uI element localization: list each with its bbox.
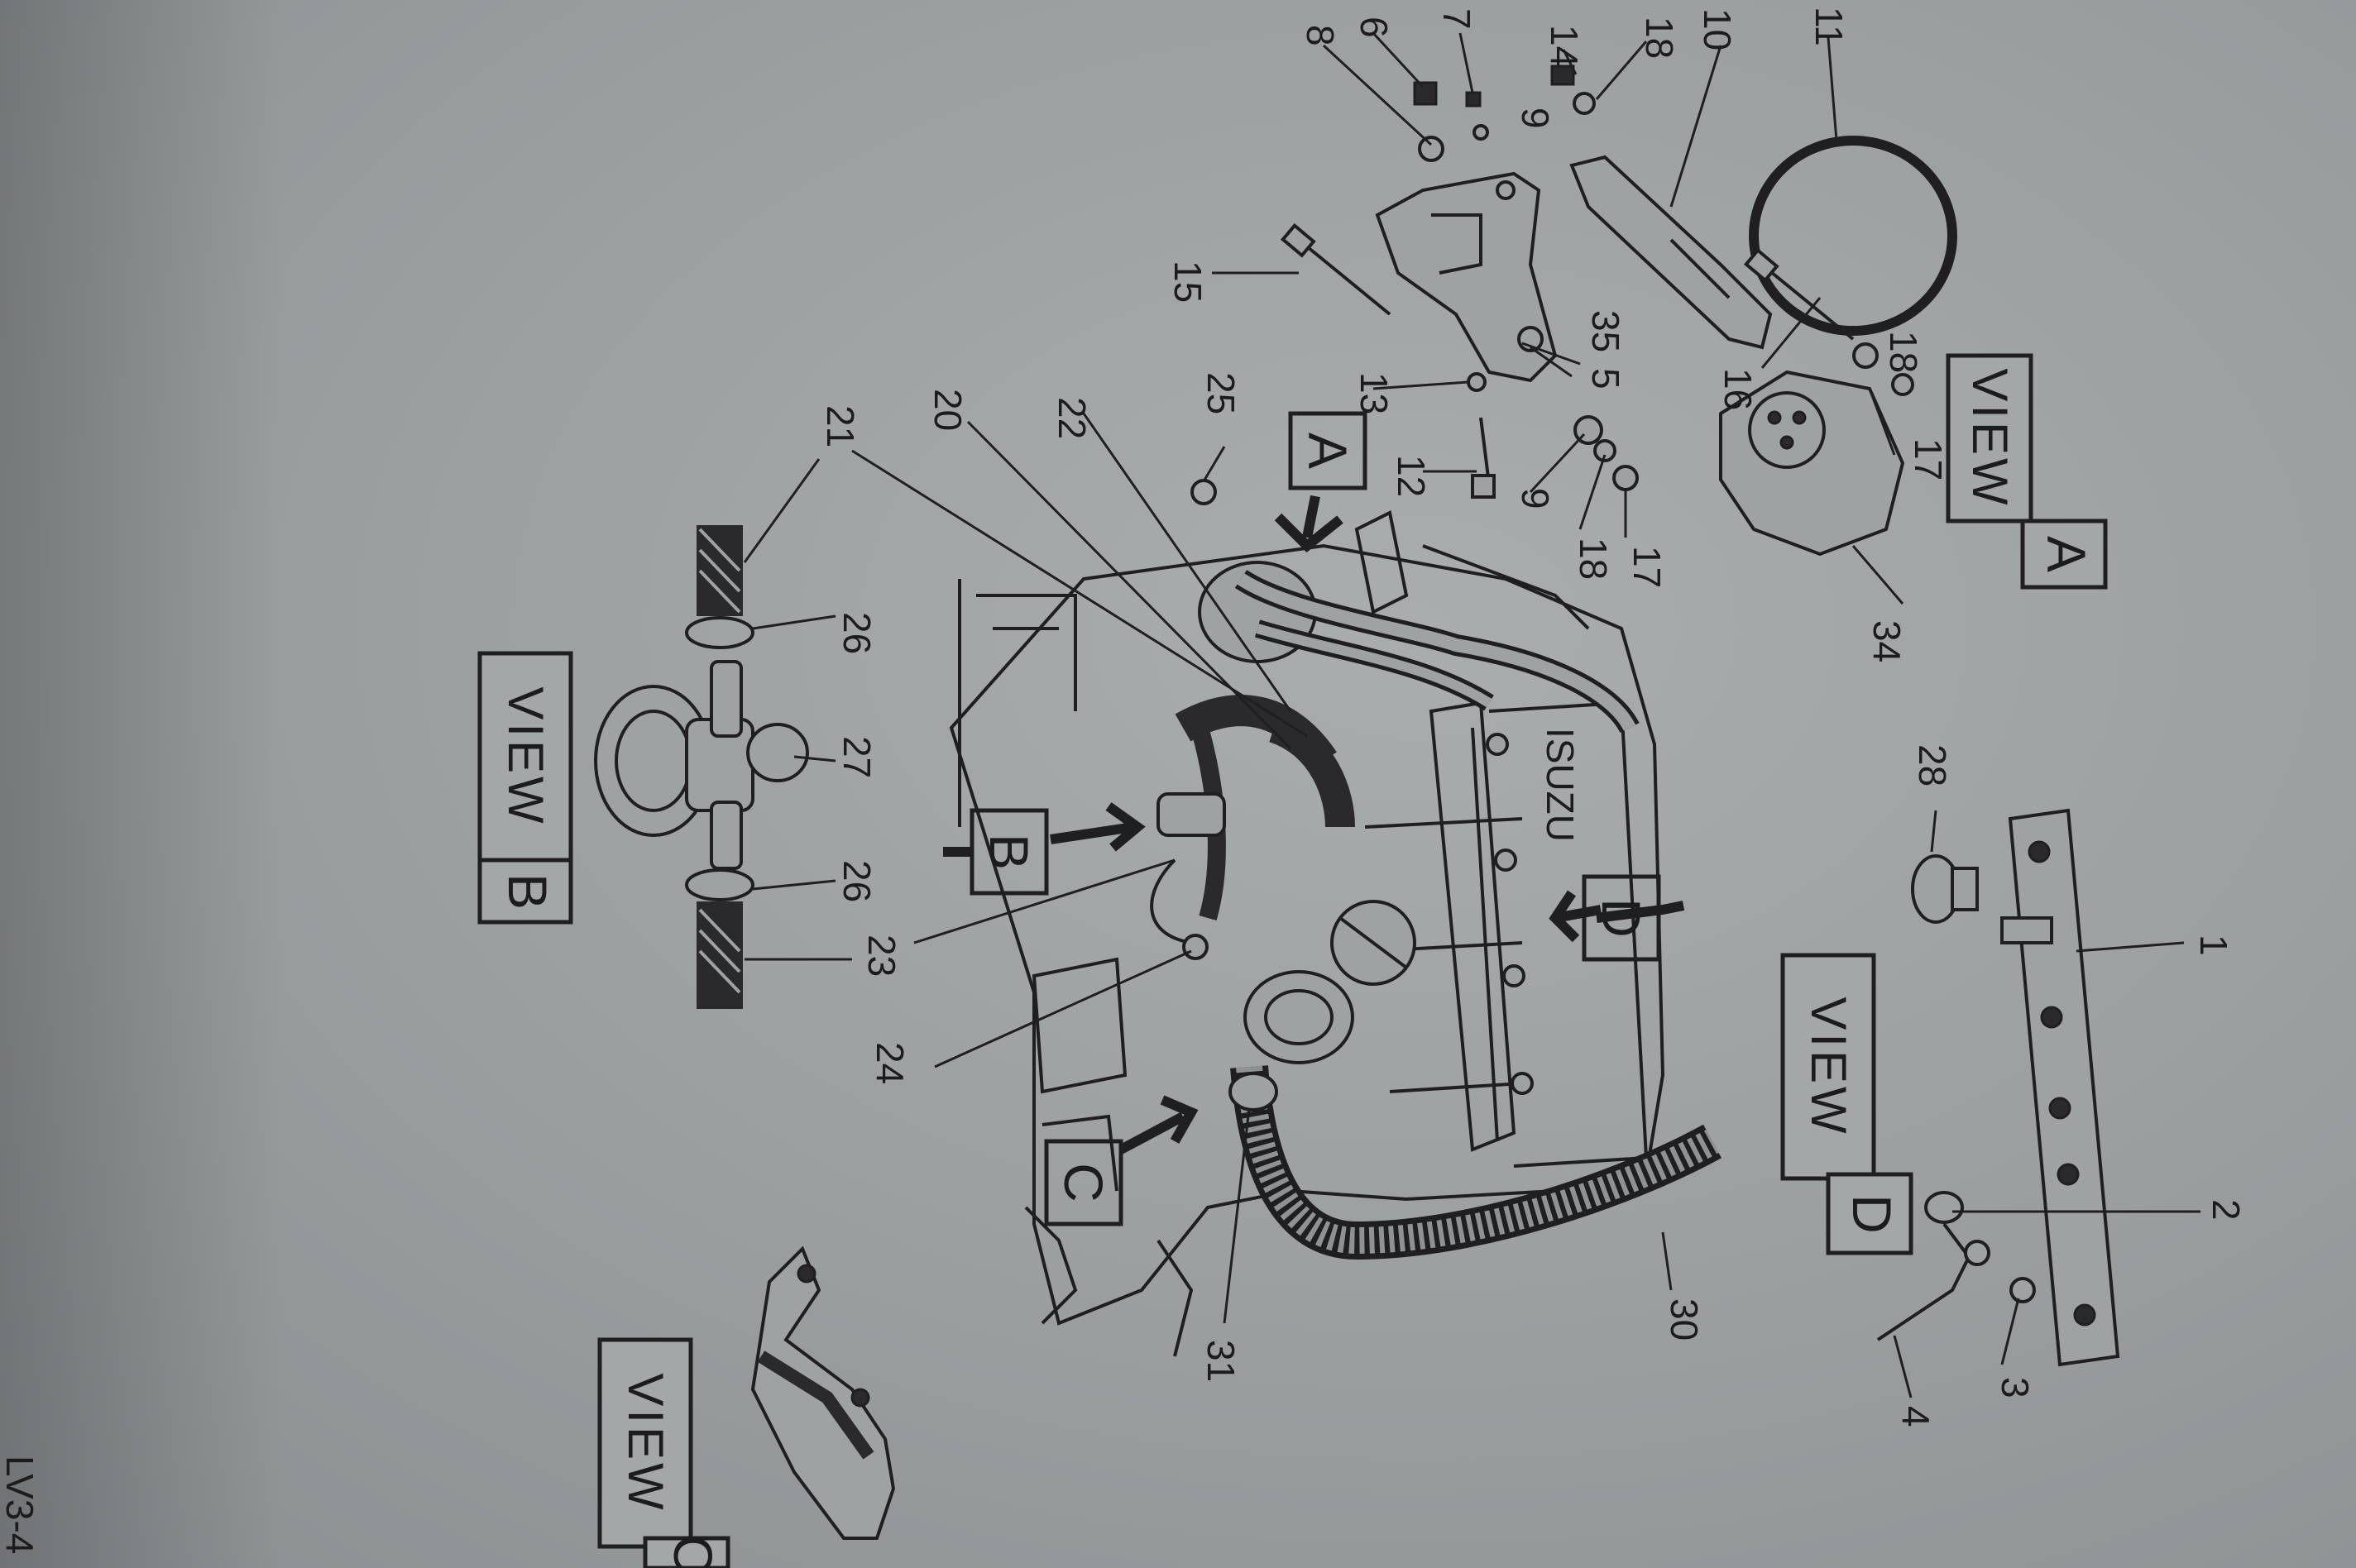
callout-18a: 18	[1638, 17, 1681, 59]
callout-35: 35	[1584, 310, 1627, 352]
svg-text:A: A	[1297, 433, 1358, 469]
callout-3: 3	[1994, 1377, 2037, 1398]
callout-34: 34	[1865, 620, 1908, 662]
svg-text:C: C	[663, 1535, 724, 1568]
view-b-label: VIEW B	[477, 651, 573, 925]
view-d-label: VIEW D	[1780, 953, 1913, 1255]
callout-16: 16	[1717, 368, 1760, 410]
callout-21: 21	[819, 405, 862, 447]
callout-27: 27	[836, 736, 879, 778]
callout-26b: 26	[836, 860, 879, 902]
callout-9b: 9	[1514, 488, 1557, 509]
o-ring	[1749, 136, 1957, 336]
callout-31: 31	[1200, 1340, 1243, 1382]
callout-9a: 9	[1514, 108, 1557, 129]
svg-text:VIEW: VIEW	[1962, 368, 2018, 508]
svg-text:B: B	[497, 873, 558, 910]
callout-11: 11	[1808, 7, 1851, 46]
view-arrow-a: A	[1274, 411, 1367, 553]
view-arrow-d: D	[1549, 874, 1685, 962]
callout-15: 15	[1166, 261, 1209, 303]
callout-7: 7	[1435, 8, 1478, 30]
svg-text:C: C	[1053, 1163, 1114, 1202]
callout-2: 2	[2205, 1199, 2248, 1221]
callout-26a: 26	[836, 612, 879, 654]
svg-text:VIEW: VIEW	[1801, 997, 1856, 1136]
callout-leader-lines	[743, 31, 2200, 1398]
callout-17a: 17	[1907, 438, 1950, 480]
callout-24: 24	[869, 1042, 912, 1084]
callout-18c: 18	[1572, 538, 1615, 580]
callout-5: 5	[1584, 368, 1627, 390]
callout-20: 20	[927, 389, 970, 431]
fuel-rail-detail	[1876, 808, 2120, 1367]
view-c-label: VIEW C	[597, 1337, 730, 1568]
callout-12: 12	[1390, 455, 1433, 497]
callout-6: 6	[1353, 17, 1396, 38]
callout-18b: 18	[1882, 331, 1925, 373]
view-arrow-c: C	[1044, 1095, 1199, 1226]
view-a-label: VIEW A	[1946, 353, 2108, 590]
callout-10: 10	[1696, 8, 1739, 50]
view-arrow-b: B	[943, 802, 1146, 896]
svg-text:VIEW: VIEW	[498, 686, 553, 826]
callout-14: 14	[1543, 25, 1586, 67]
page-code: LV3-4	[0, 1456, 41, 1554]
mounting-bracket-detail	[750, 1245, 896, 1540]
callout-13: 13	[1353, 372, 1396, 414]
callout-8: 8	[1299, 25, 1342, 46]
callout-22: 22	[1051, 397, 1094, 439]
svg-text:B: B	[979, 834, 1040, 870]
svg-text:D: D	[1841, 1194, 1903, 1234]
svg-text:VIEW: VIEW	[618, 1373, 673, 1513]
bracket-assembly	[1190, 65, 1957, 557]
engine-brand-marking: ISUZU	[1539, 728, 1582, 842]
pressure-regulator-detail	[594, 525, 809, 1009]
callout-1: 1	[2192, 935, 2235, 956]
callout-23: 23	[860, 935, 903, 977]
callout-28: 28	[1911, 744, 1954, 786]
callout-30: 30	[1663, 1298, 1706, 1341]
callout-4: 4	[1894, 1406, 1937, 1427]
callout-25: 25	[1200, 372, 1243, 414]
engine-assembly: ISUZU	[949, 510, 1722, 1357]
svg-text:A: A	[2036, 536, 2097, 572]
callout-17b: 17	[1626, 546, 1669, 588]
callout-numbers: 1 2 3 4 5 6 7 8 9 9 10 11 12 13 14 15 16…	[819, 7, 2248, 1427]
